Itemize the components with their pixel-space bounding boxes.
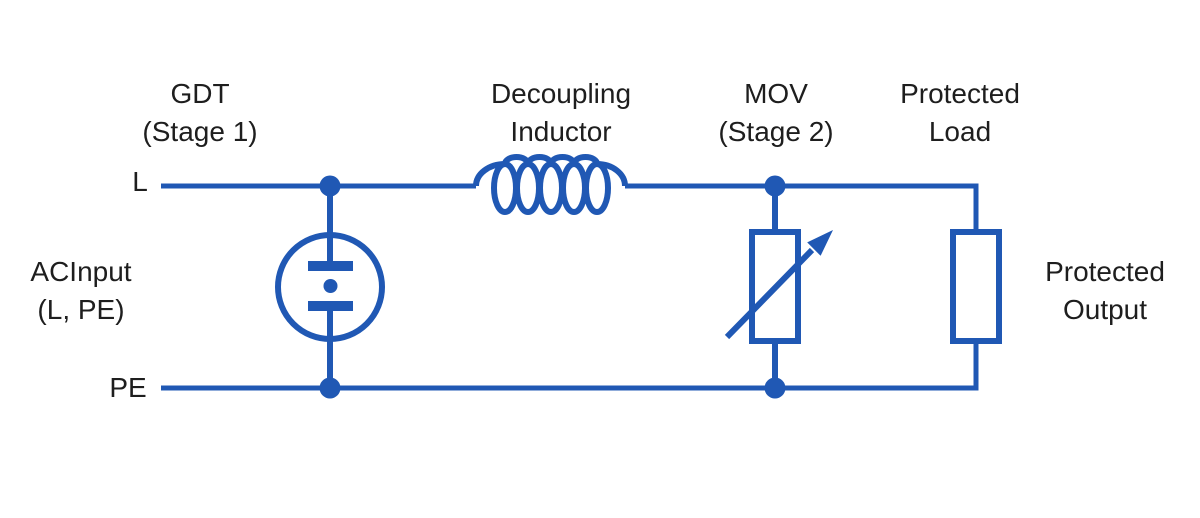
- label-ac-input-line2: (L, PE): [37, 294, 125, 325]
- label-protected-output-line2: Output: [1062, 294, 1148, 325]
- label-protected-output: Protected Output: [1045, 253, 1165, 329]
- label-inductor-line1: Decoupling: [490, 78, 632, 109]
- label-mov-line1: MOV: [744, 78, 808, 109]
- gdt-icon: [275, 186, 385, 388]
- label-wire-pe: PE: [109, 372, 147, 403]
- label-gdt: GDT (Stage 1): [142, 75, 257, 151]
- label-load-line2: Load: [928, 116, 992, 147]
- load-icon: [950, 229, 1002, 344]
- label-load: Protected Load: [900, 75, 1020, 151]
- label-mov: MOV (Stage 2): [718, 75, 833, 151]
- mov-icon: [724, 186, 833, 388]
- wire-l: [161, 183, 979, 233]
- label-inductor-line2: Inductor: [510, 116, 612, 147]
- label-load-line1: Protected: [900, 78, 1020, 109]
- label-ac-input: ACInput (L, PE): [30, 253, 131, 329]
- junction-dot: [764, 377, 786, 399]
- label-ac-input-line1: ACInput: [30, 256, 132, 287]
- label-protected-output-line1: Protected: [1045, 256, 1165, 287]
- wire-pe: [161, 340, 979, 391]
- label-inductor: Decoupling Inductor: [491, 75, 631, 151]
- junction-dots: [319, 175, 786, 399]
- label-mov-line2: (Stage 2): [718, 116, 834, 147]
- junction-dot: [764, 175, 786, 197]
- inductor-icon: [473, 154, 628, 215]
- junction-dot: [319, 175, 341, 197]
- label-wire-l: L: [132, 166, 148, 197]
- label-gdt-line2: (Stage 1): [142, 116, 258, 147]
- label-gdt-line1: GDT: [170, 78, 230, 109]
- junction-dot: [319, 377, 341, 399]
